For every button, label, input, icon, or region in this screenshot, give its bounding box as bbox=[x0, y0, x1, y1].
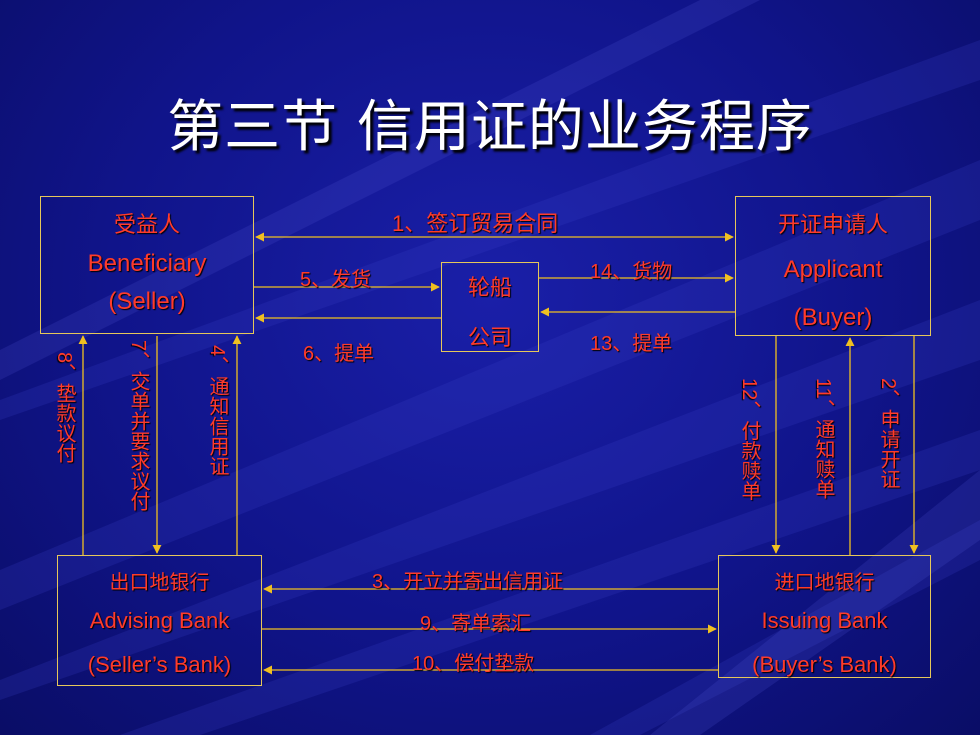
step-11-label: 11、通知赎单 bbox=[812, 378, 834, 499]
step-12-label: 12、付款赎单 bbox=[738, 378, 760, 501]
step-3-label: 3、开立并寄出信用证 bbox=[372, 571, 564, 593]
step-8-label: 8、垫款议付 bbox=[53, 352, 75, 464]
issuing-cn: 进口地银行 bbox=[774, 570, 875, 594]
step-6-label: 6、提单 bbox=[303, 343, 375, 365]
beneficiary-en: Beneficiary bbox=[87, 250, 207, 277]
step-7-label: 7、交单并要求议付 bbox=[127, 340, 149, 512]
advising-en: Advising Bank bbox=[89, 608, 230, 633]
step-14-label: 14、货物 bbox=[590, 261, 673, 283]
beneficiary-box bbox=[40, 196, 254, 334]
step-1-label: 1、签订贸易合同 bbox=[392, 211, 559, 236]
step-13-label: 13、提单 bbox=[590, 333, 673, 355]
step-4-label: 4、通知信用证 bbox=[206, 345, 228, 477]
applicant-en: Applicant bbox=[783, 256, 883, 283]
shipping-line1: 轮船 bbox=[467, 276, 512, 301]
issuing-en: Issuing Bank bbox=[761, 608, 888, 633]
advising-cn: 出口地银行 bbox=[109, 570, 210, 594]
step-5-label: 5、发货 bbox=[300, 269, 372, 291]
issuing-bank-box bbox=[718, 555, 931, 678]
beneficiary-role: (Seller) bbox=[108, 288, 186, 315]
shipping-company-box bbox=[441, 262, 539, 352]
step-10-label: 10、偿付垫款 bbox=[412, 653, 535, 675]
applicant-cn: 开证申请人 bbox=[777, 213, 888, 238]
page-title: 第三节 信用证的业务程序 bbox=[167, 95, 813, 160]
advising-role: (Seller’s Bank) bbox=[87, 652, 232, 677]
applicant-role: (Buyer) bbox=[793, 304, 873, 331]
advising-bank-box bbox=[57, 555, 262, 686]
applicant-box bbox=[735, 196, 931, 336]
beneficiary-cn: 受益人 bbox=[113, 213, 180, 238]
issuing-role: (Buyer’s Bank) bbox=[752, 652, 897, 677]
step-2-label: 2、申请开证 bbox=[877, 378, 899, 490]
shipping-line2: 公司 bbox=[467, 326, 512, 351]
step-9-label: 9、寄单索汇 bbox=[420, 613, 532, 635]
